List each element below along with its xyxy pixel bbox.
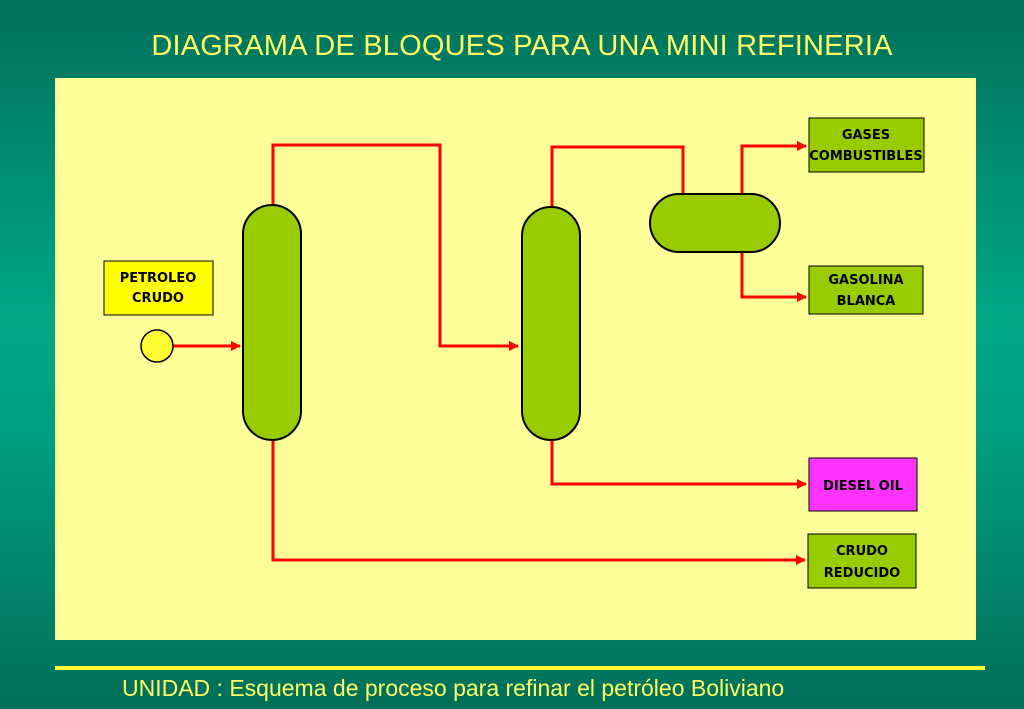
gasolina-line2: BLANCA: [837, 294, 896, 309]
separator-drum: [649, 193, 781, 253]
flow-drum-to-gasolina: [740, 251, 807, 302]
footer-caption: UNIDAD : Esquema de proceso para refinar…: [122, 675, 785, 701]
box-crudo-reducido: CRUDO REDUCIDO: [807, 533, 917, 589]
gasolina-line1: GASOLINA: [828, 273, 903, 288]
gases-line1: GASES: [842, 128, 890, 143]
box-petroleo-crudo: PETROLEO CRUDO: [103, 260, 214, 316]
diesel-line1: DIESEL OIL: [823, 479, 903, 494]
flow-tower1-bottom-to-crudo-reducido: [271, 440, 806, 565]
gases-line2: COMBUSTIBLES: [809, 149, 923, 164]
flow-drum-to-gases: [740, 141, 807, 195]
box-gases-combustibles: GASES COMBUSTIBLES: [808, 117, 925, 173]
flow-tower2-overhead-to-drum: [550, 145, 685, 207]
crudo-reducido-line2: REDUCIDO: [824, 566, 900, 581]
page-title: DIAGRAMA DE BLOQUES PARA UNA MINI REFINE…: [151, 30, 893, 62]
flow-tower1-overhead-to-tower2: [271, 143, 519, 351]
feed-inlet-circle: [140, 329, 174, 363]
footer-rule: [55, 666, 985, 670]
crudo-reducido-line1: CRUDO: [836, 544, 888, 559]
petroleo-crudo-line1: PETROLEO: [120, 271, 197, 286]
petroleo-crudo-line2: CRUDO: [132, 291, 184, 306]
distillation-tower-2: [521, 206, 581, 441]
box-diesel-oil: DIESEL OIL: [808, 457, 918, 512]
flow-tower2-bottom-to-diesel: [550, 440, 807, 489]
box-gasolina-blanca: GASOLINA BLANCA: [808, 265, 924, 315]
distillation-tower-1: [242, 204, 302, 441]
